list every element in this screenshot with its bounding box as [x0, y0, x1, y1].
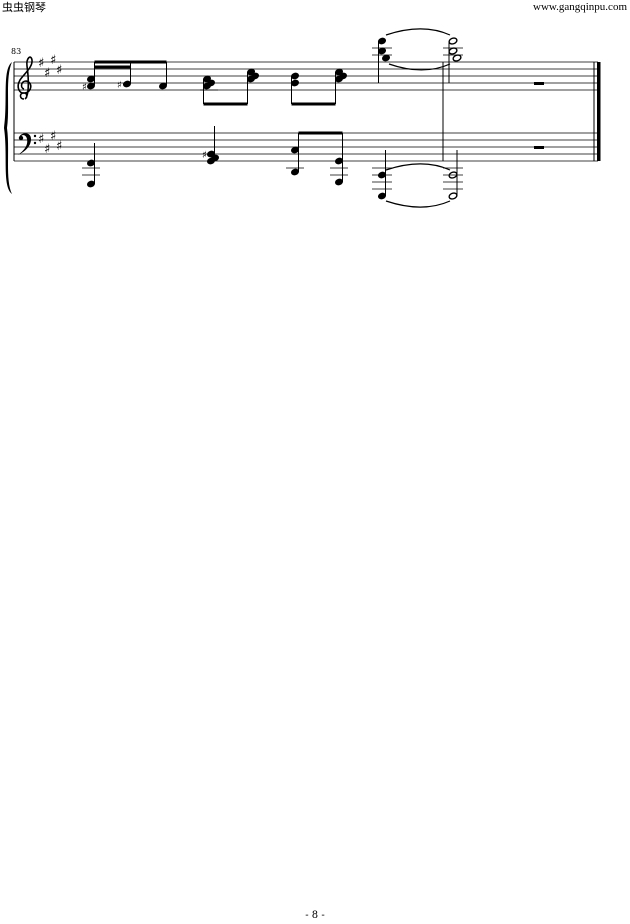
- final-barline: [593, 62, 601, 161]
- bass-clef-symbol: [18, 133, 37, 155]
- bass-key-signature: ♯ ♯ ♯ ♯: [38, 129, 62, 157]
- svg-text:♯: ♯: [50, 53, 56, 68]
- svg-text:♯: ♯: [117, 80, 122, 91]
- bass-notes-measure-83: ♯: [82, 126, 451, 208]
- page-number: - 8 -: [305, 910, 325, 921]
- svg-text:♯: ♯: [38, 132, 44, 147]
- site-url: www.gangqinpu.com: [533, 1, 627, 13]
- bass-notes-measure-84: [443, 146, 544, 200]
- svg-text:♯: ♯: [38, 56, 44, 71]
- treble-notes-measure-84: [443, 37, 544, 85]
- svg-text:♯: ♯: [82, 82, 87, 93]
- svg-text:♯: ♯: [202, 150, 207, 161]
- site-name: 虫虫钢琴: [2, 1, 46, 14]
- svg-text:♯: ♯: [56, 63, 62, 78]
- measure-number: 83: [11, 47, 22, 56]
- treble-key-signature: ♯ ♯ ♯ ♯: [38, 53, 62, 81]
- svg-text:♯: ♯: [44, 142, 50, 157]
- svg-text:♯: ♯: [44, 66, 50, 81]
- treble-notes-measure-83: ♯ ♯: [82, 28, 451, 106]
- treble-staff: [14, 61, 598, 91]
- system-brace: [4, 62, 12, 194]
- treble-clef-symbol: [17, 56, 33, 100]
- bass-staff: [14, 132, 598, 162]
- svg-text:♯: ♯: [50, 129, 56, 144]
- svg-text:♯: ♯: [56, 139, 62, 154]
